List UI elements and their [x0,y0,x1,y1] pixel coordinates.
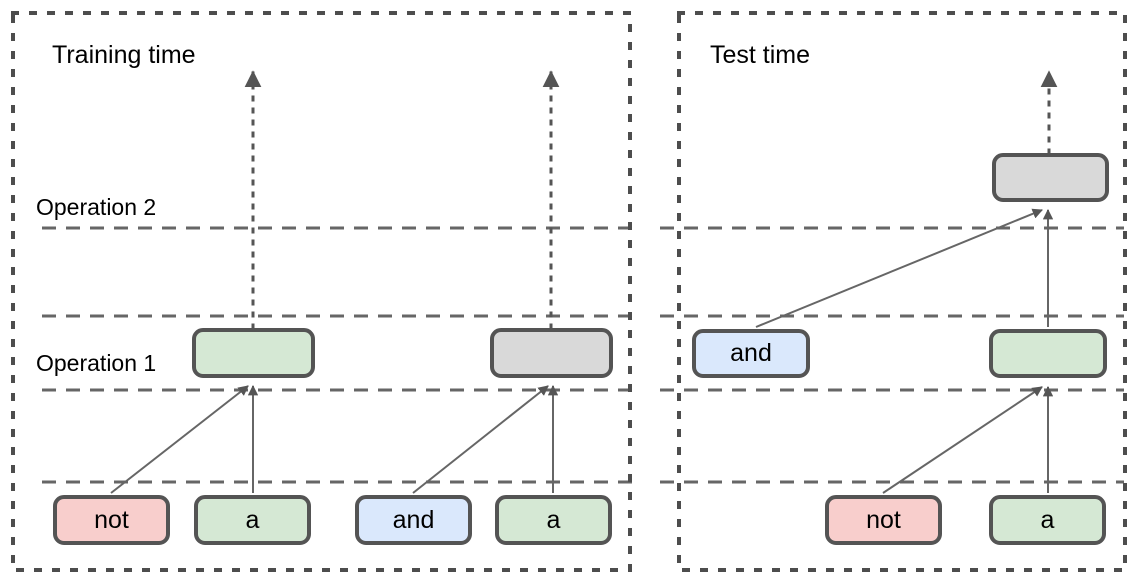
training-time-panel-border [11,11,632,572]
edge-test-and-to-op2 [755,208,1043,328]
node-test-leaf-a[interactable]: a [989,495,1106,545]
node-test-op1-result[interactable] [989,329,1107,378]
node-test-op2-result[interactable] [992,153,1109,202]
test-time-panel-border [677,11,1127,572]
node-train-leaf-and[interactable]: and [355,495,472,545]
node-train-leaf-a-1[interactable]: a [194,495,311,545]
node-test-leaf-not[interactable]: not [825,495,942,545]
training-edges [110,384,559,494]
node-train-leaf-a-2[interactable]: a [495,495,612,545]
edge-test-not-to-op1 [882,386,1043,494]
node-test-op1-and[interactable]: and [692,329,810,378]
node-train-leaf-not[interactable]: not [53,495,170,545]
training-dotted-outputs [244,70,560,330]
row-label-operation-1: Operation 1 [36,350,157,376]
row-divider-group-left [42,226,640,484]
edge-and-to-op1-right [412,385,549,494]
node-train-op1-right[interactable] [490,328,613,378]
node-train-op1-left[interactable] [192,328,315,378]
test-edges [755,208,1054,494]
edge-not-to-op1-left [110,385,249,494]
row-label-operation-2: Operation 2 [36,194,157,220]
test-time-title: Test time [710,41,811,69]
training-time-title: Training time [52,41,196,69]
